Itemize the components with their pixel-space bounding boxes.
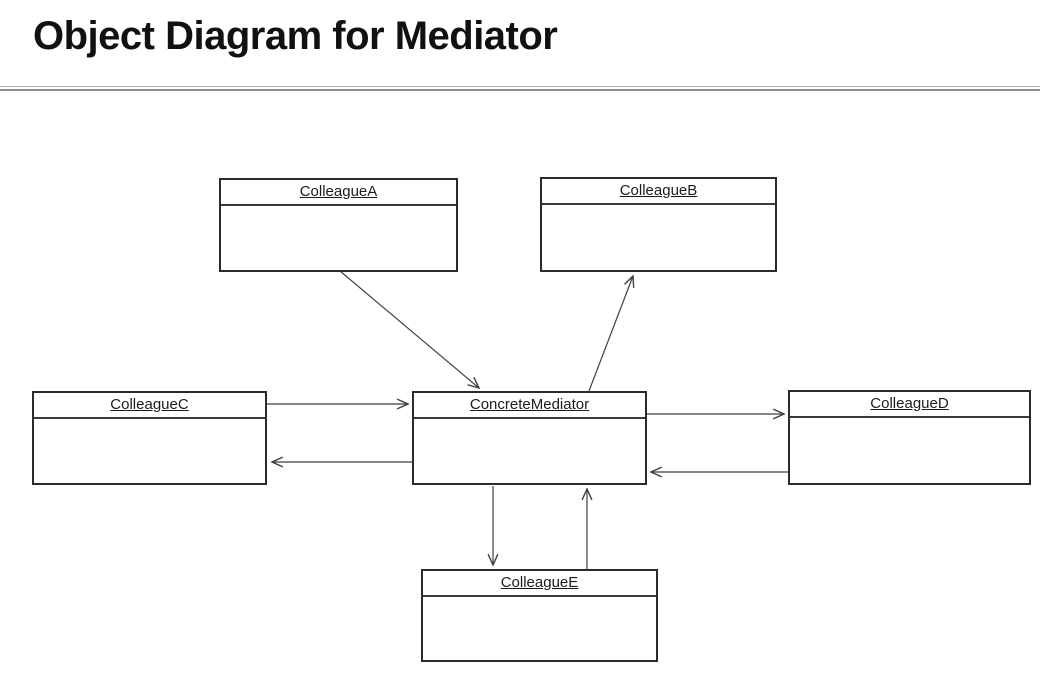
node-colleagueD-label: ColleagueD bbox=[790, 392, 1029, 418]
node-colleagueA: ColleagueA bbox=[219, 178, 458, 272]
node-concreteMediator: ConcreteMediator bbox=[412, 391, 647, 485]
node-colleagueD: ColleagueD bbox=[788, 390, 1031, 485]
node-colleagueE-label: ColleagueE bbox=[423, 571, 656, 597]
node-colleagueC-label: ColleagueC bbox=[34, 393, 265, 419]
node-colleagueB: ColleagueB bbox=[540, 177, 777, 272]
node-concreteMediator-label: ConcreteMediator bbox=[414, 393, 645, 419]
node-colleagueB-label: ColleagueB bbox=[542, 179, 775, 205]
edge-colleagueA-to-mediator bbox=[339, 270, 479, 388]
edge-mediator-to-colleagueB bbox=[588, 276, 633, 392]
title-divider bbox=[0, 86, 1040, 91]
page-title: Object Diagram for Mediator bbox=[33, 14, 558, 58]
node-colleagueA-label: ColleagueA bbox=[221, 180, 456, 206]
node-colleagueC: ColleagueC bbox=[32, 391, 267, 485]
node-colleagueE: ColleagueE bbox=[421, 569, 658, 662]
